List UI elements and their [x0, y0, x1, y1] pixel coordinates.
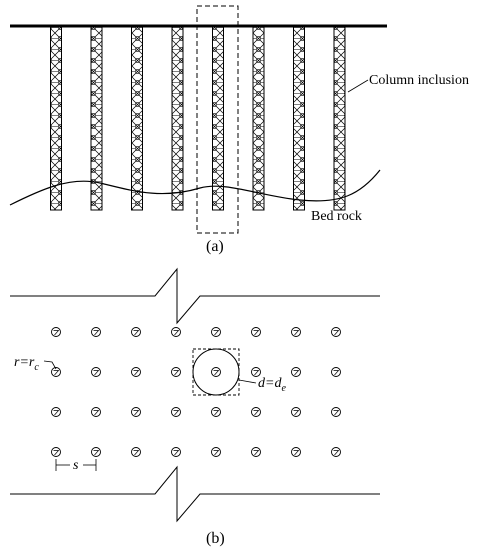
column-plan-marker	[211, 447, 221, 457]
column-plan-marker	[251, 327, 261, 337]
column-plan-marker	[51, 447, 61, 457]
column-inclusion	[131, 26, 143, 211]
column-plan-marker	[211, 407, 221, 417]
column-plan-marker	[171, 327, 181, 337]
column-plan-marker	[251, 367, 261, 377]
column-plan-marker	[331, 447, 341, 457]
bottom-break-line	[10, 465, 380, 523]
column-plan-marker	[291, 327, 301, 337]
column-inclusion	[293, 26, 305, 211]
spacing-dimension: s	[55, 458, 97, 473]
column-inclusion	[171, 26, 184, 211]
column-plan-marker	[251, 407, 261, 417]
top-break-line	[10, 267, 380, 325]
column-plan-marker	[171, 447, 181, 457]
unit-cell-box-b	[192, 348, 240, 396]
column-plan-marker	[171, 367, 181, 377]
column-label-leader	[347, 79, 369, 93]
column-plan-grid	[51, 327, 341, 457]
unit-cell-box-a	[196, 5, 239, 234]
panel-a-caption: (a)	[206, 238, 224, 255]
column-plan-marker	[131, 327, 141, 337]
column-plan-marker	[91, 407, 101, 417]
column-inclusion	[50, 26, 62, 211]
column-plan-marker	[291, 367, 301, 377]
bedrock-interface-curve	[9, 169, 381, 206]
column-inclusion	[90, 26, 103, 211]
column-inclusion-label: Column inclusion	[369, 73, 469, 88]
panel-b-caption: (b)	[206, 530, 225, 547]
radius-label: r=rc	[14, 355, 39, 373]
column-plan-marker	[51, 407, 61, 417]
diameter-label: d=de	[258, 376, 286, 394]
column-plan-marker	[51, 327, 61, 337]
column-plan-marker	[131, 447, 141, 457]
column-plan-marker	[331, 407, 341, 417]
column-plan-marker	[251, 447, 261, 457]
panel-a: Column inclusion Bed rock (a)	[9, 5, 469, 255]
column-plan-marker	[91, 367, 101, 377]
bedrock-label: Bed rock	[311, 209, 362, 224]
column-inclusion	[333, 26, 346, 211]
column-plan-marker	[291, 447, 301, 457]
column-inclusion	[212, 26, 224, 211]
column-plan-marker	[211, 327, 221, 337]
spacing-label: s	[73, 458, 79, 473]
column-plan-marker	[291, 407, 301, 417]
diameter-leader	[238, 379, 257, 384]
column-plan-marker	[131, 407, 141, 417]
column-plan-marker	[91, 327, 101, 337]
column-plan-marker	[211, 367, 221, 377]
column-plan-marker	[331, 367, 341, 377]
column-inclusions-group	[50, 26, 346, 211]
column-inclusion	[252, 26, 265, 211]
column-plan-marker	[51, 367, 61, 377]
radius-leader	[43, 360, 57, 370]
column-plan-marker	[171, 407, 181, 417]
column-plan-marker	[131, 367, 141, 377]
column-plan-marker	[91, 447, 101, 457]
column-plan-marker	[331, 327, 341, 337]
panel-b: r=rc d=de s (b)	[10, 267, 380, 547]
